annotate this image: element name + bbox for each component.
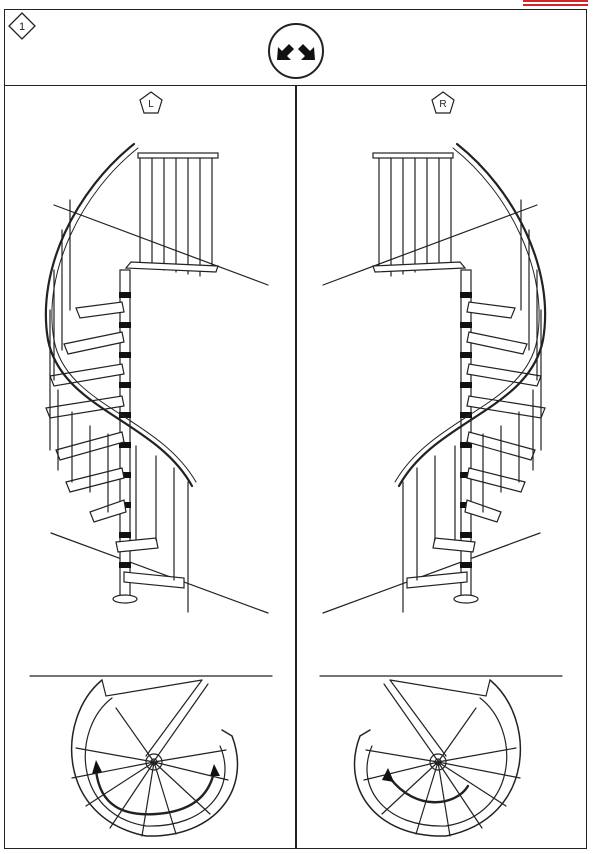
plan-view-left — [29, 675, 273, 837]
header-row — [4, 9, 587, 86]
spiral-stair-right-drawing — [322, 142, 547, 614]
spiral-stair-left-drawing — [44, 142, 269, 614]
brand-red-stripes — [523, 0, 588, 6]
crossed-arrows-icon — [268, 23, 324, 79]
side-label-left: L — [148, 99, 154, 110]
side-badge-left: L — [139, 91, 163, 114]
side-label-right: R — [439, 99, 446, 110]
step-number-badge: 1 — [8, 12, 36, 40]
step-number: 1 — [19, 21, 25, 33]
plan-view-right — [319, 675, 563, 837]
panel-divider — [295, 86, 297, 849]
side-badge-right: R — [431, 91, 455, 114]
